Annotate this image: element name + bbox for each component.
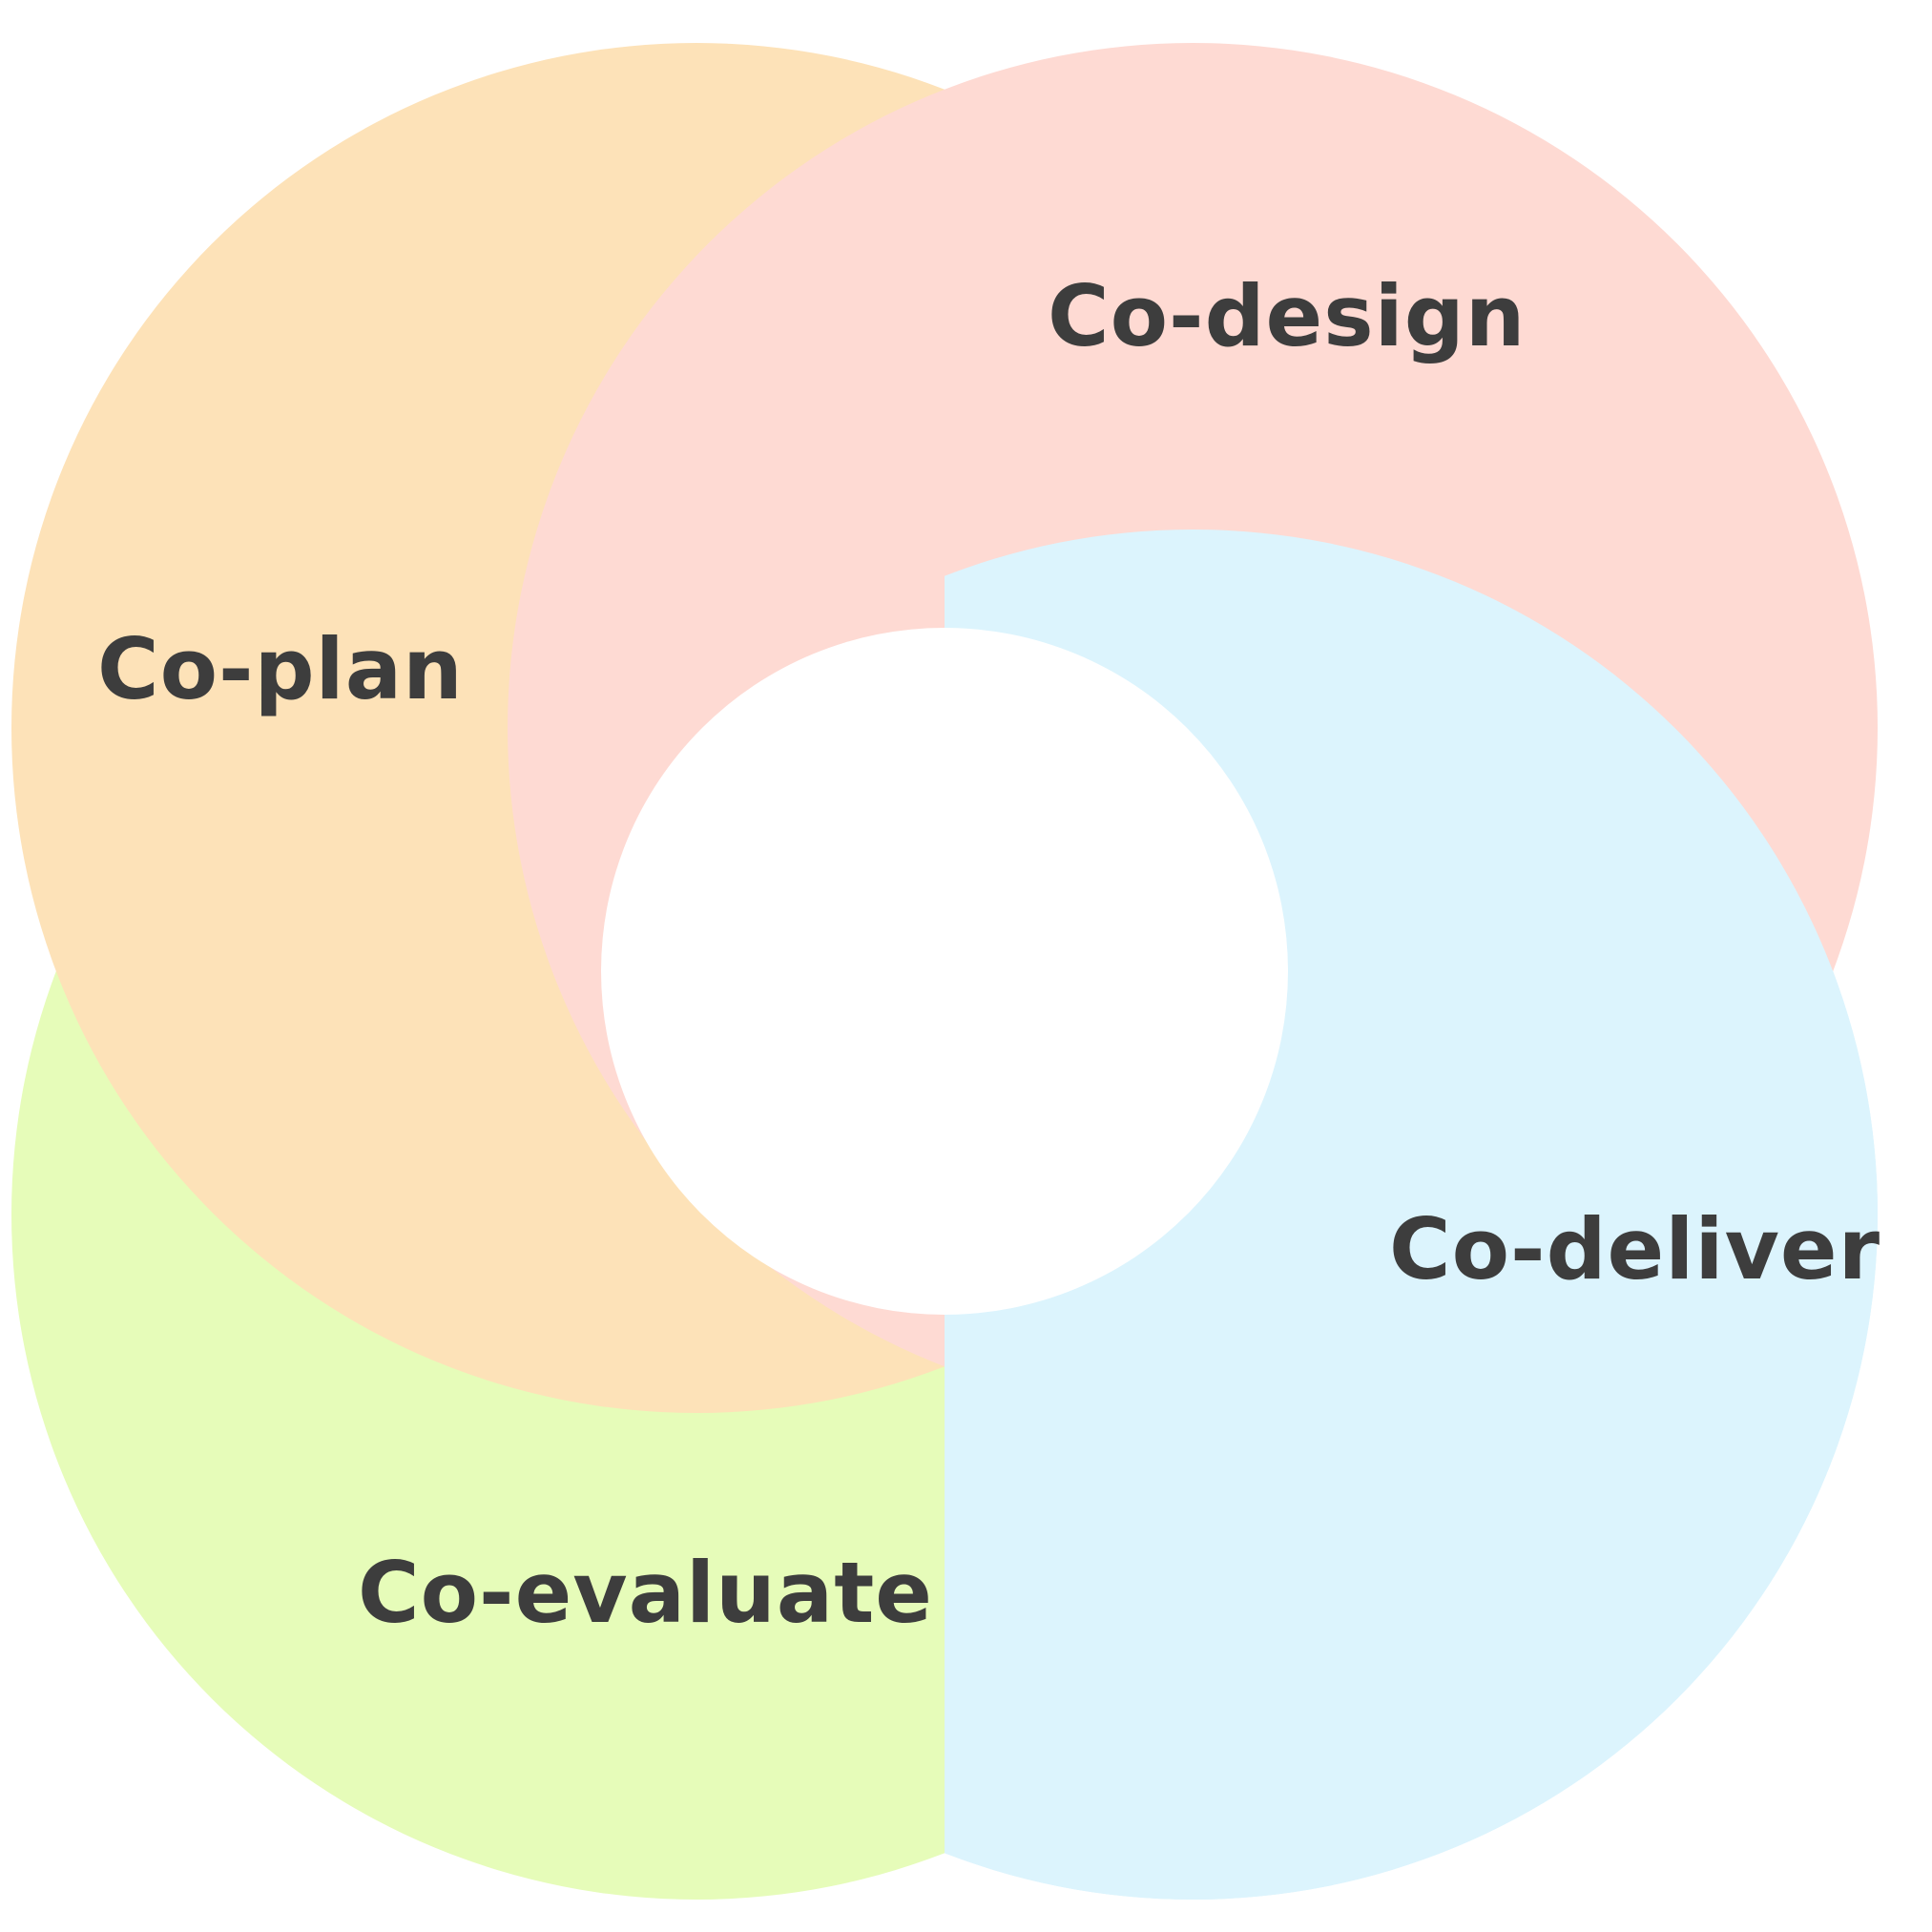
co-evaluate-label: Co-evaluate — [358, 1544, 933, 1642]
center-hole — [601, 628, 1288, 1315]
co-design-label: Co-design — [1048, 267, 1526, 365]
co-deliver-label: Co-deliver — [1389, 1200, 1880, 1298]
co-plan-label: Co-plan — [97, 620, 464, 718]
